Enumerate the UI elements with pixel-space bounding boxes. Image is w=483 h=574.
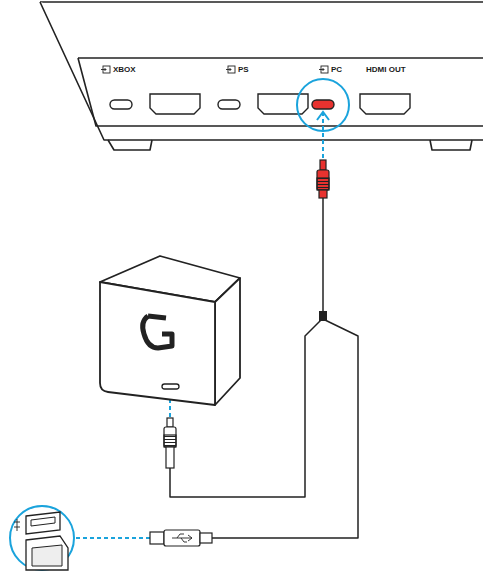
usb-port-callout: [10, 506, 74, 570]
port-label: XBOX: [113, 66, 136, 74]
port: [110, 94, 410, 114]
input-icon: [101, 66, 328, 73]
port-label: PS: [238, 66, 249, 74]
usb-c-plug: [164, 418, 176, 468]
port-label: PC: [331, 66, 342, 74]
port-label: HDMI OUT: [366, 66, 406, 74]
usb-a-plug: [150, 530, 212, 546]
pc-usb-c-port: [312, 100, 334, 109]
cable-splitter: [319, 311, 327, 321]
highlight-circle: [297, 79, 349, 131]
guide-line: [74, 112, 323, 538]
usb-c-plug: [317, 160, 329, 198]
dock-housing: [40, 2, 483, 150]
power-adapter: [100, 256, 240, 405]
arrow-head: [317, 112, 329, 120]
